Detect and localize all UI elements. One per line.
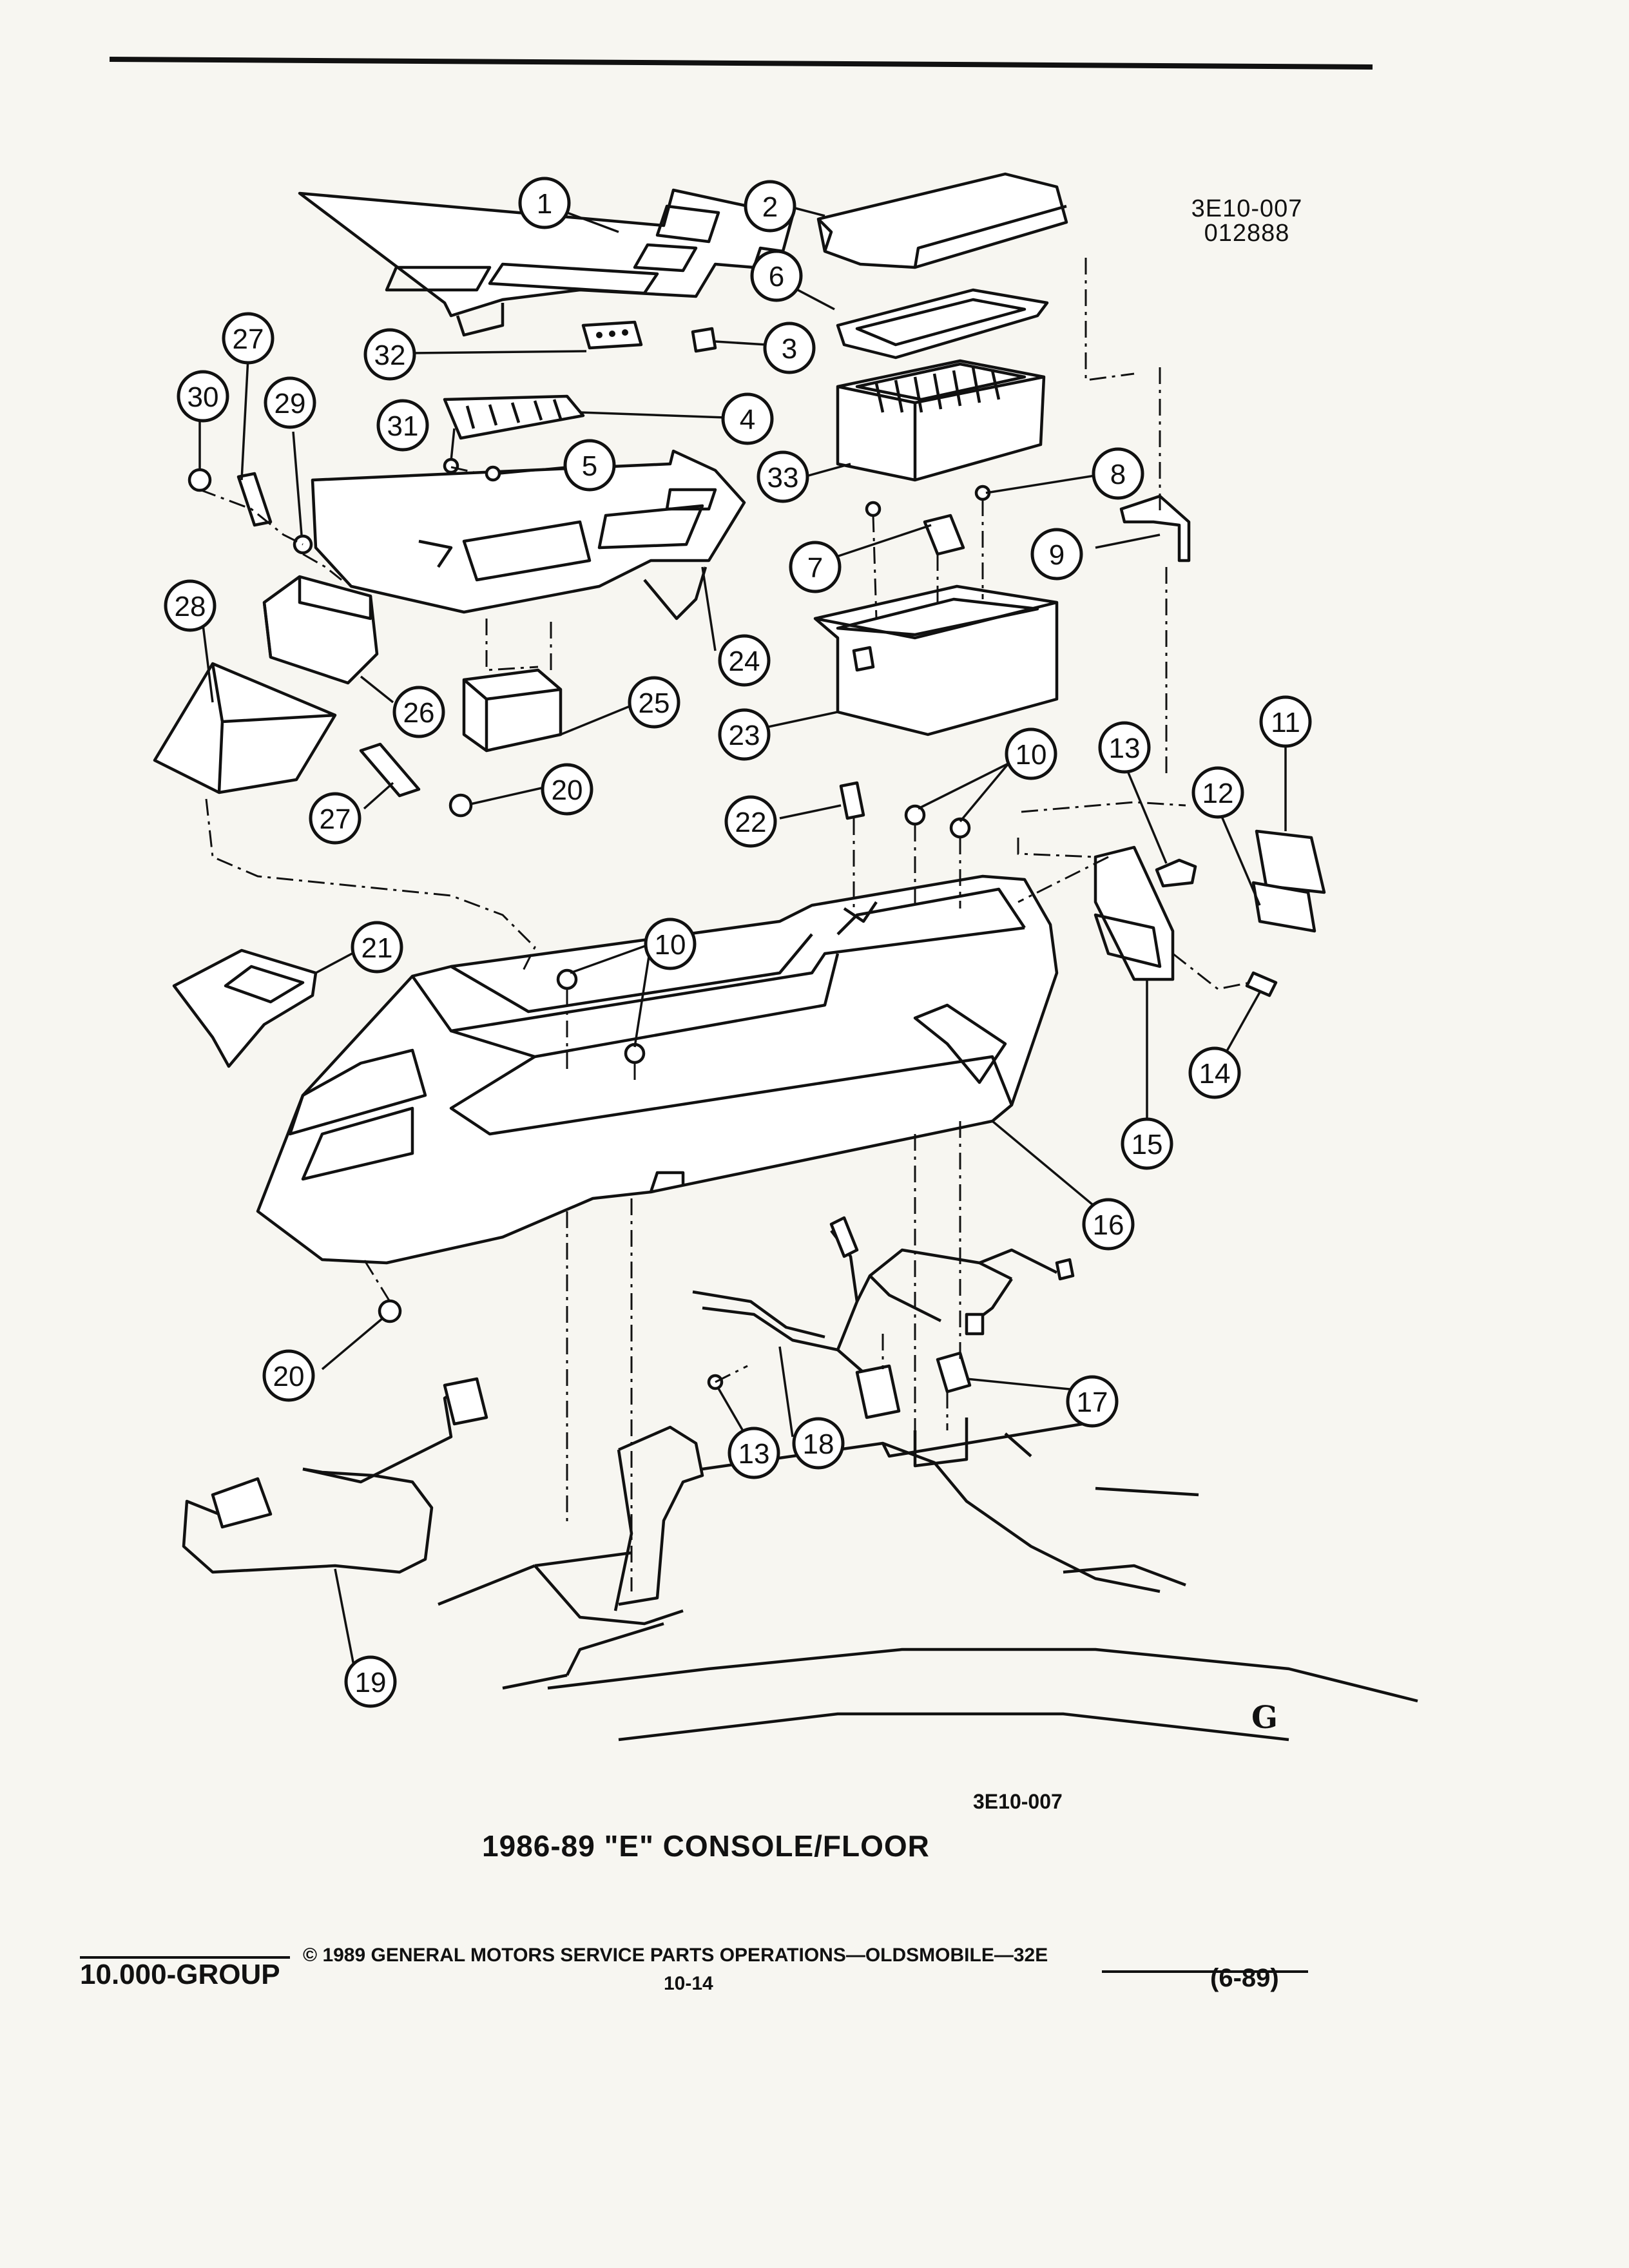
part-16-console-body: [256, 874, 1059, 1265]
part-10-nut-b: [949, 817, 971, 839]
part-25-module: [462, 668, 563, 753]
callout-30: 30: [188, 381, 219, 413]
part-7-bracket: [923, 514, 965, 556]
part-27-bracket-lower: [359, 742, 421, 798]
footer-date: (6-89): [1210, 1964, 1279, 1992]
callout-18: 18: [803, 1428, 834, 1460]
callout-3: 3: [782, 333, 797, 365]
drawing-code: 3E10-007 012888: [1176, 197, 1318, 245]
callout-27-upper: 27: [233, 323, 264, 355]
callout-21: 21: [361, 932, 393, 964]
part-10-nut-a: [904, 804, 926, 826]
part-21-cover: [172, 948, 318, 1068]
part-10-nut-d: [624, 1043, 646, 1064]
callout-9: 9: [1049, 539, 1065, 571]
part-5-screw: [485, 465, 501, 482]
part-17-clip: [936, 1351, 972, 1394]
callout-8: 8: [1110, 459, 1126, 490]
footer-page-number: 10-14: [664, 1973, 713, 1994]
callout-13-upper: 13: [1109, 733, 1141, 764]
part-30-nut: [188, 468, 212, 492]
part-31-screw: [443, 457, 459, 474]
assembly-lines: [199, 258, 1251, 1591]
part-23-storage-bin: [813, 584, 1059, 736]
callout-5: 5: [582, 450, 597, 482]
part-22-clip: [839, 781, 865, 820]
part-28-tray: [153, 662, 337, 794]
part-2-armrest-lid: [816, 172, 1068, 269]
callout-4: 4: [740, 404, 755, 436]
callout-23: 23: [729, 720, 760, 751]
callout-26: 26: [403, 697, 435, 729]
callout-balloons: 1 2 3 4 5 6 7 8 9 10 11 12 13 14 15 16 1…: [164, 177, 1312, 1708]
callout-28: 28: [175, 591, 206, 622]
callout-11: 11: [1271, 707, 1300, 738]
part-33-storage-tray: [836, 359, 1046, 482]
callout-20-upper: 20: [552, 774, 583, 806]
callout-27-lower: 27: [320, 803, 351, 835]
callout-14: 14: [1199, 1058, 1231, 1090]
part-6-lid-panel: [836, 288, 1049, 360]
part-3-clip: [691, 327, 717, 353]
figure-title: 1986-89 "E" CONSOLE/FLOOR: [482, 1829, 930, 1863]
callout-10-upper: 10: [1016, 739, 1047, 771]
part-18-harness: [692, 1216, 1075, 1419]
callout-31: 31: [387, 410, 419, 442]
callout-29: 29: [275, 388, 306, 419]
part-1-console-top-plate: [298, 188, 795, 337]
callout-22: 22: [735, 807, 767, 838]
callout-33: 33: [767, 462, 799, 494]
callout-19: 19: [355, 1667, 387, 1698]
callout-25: 25: [639, 687, 670, 719]
callout-2: 2: [762, 191, 778, 223]
callout-1: 1: [537, 188, 552, 220]
part-9-hinge: [1119, 494, 1191, 562]
callout-17: 17: [1077, 1387, 1108, 1418]
part-15-plate: [1094, 845, 1175, 981]
part-27-bracket-upper: [236, 472, 273, 527]
drawing-code-line-1: 3E10-007: [1191, 195, 1303, 222]
brand-mark: G: [1251, 1700, 1278, 1736]
top-rule: [109, 57, 1373, 70]
callout-20-lower: 20: [273, 1361, 305, 1392]
part-13-screw: [865, 501, 882, 517]
part-20-grommet-upper: [448, 793, 473, 818]
footer-copyright: © 1989 GENERAL MOTORS SERVICE PARTS OPER…: [303, 1945, 1048, 1966]
part-19-cable: [182, 1377, 488, 1574]
callout-6: 6: [769, 261, 784, 293]
part-24-bezel: [311, 449, 746, 620]
callout-16: 16: [1093, 1209, 1124, 1241]
footer-group: 10.000-GROUP: [80, 1959, 280, 1990]
part-26-housing: [262, 575, 379, 685]
callout-12: 12: [1202, 778, 1234, 809]
part-4-grille: [443, 394, 585, 440]
callout-15: 15: [1132, 1129, 1163, 1160]
callout-24: 24: [729, 646, 760, 677]
part-11-pad: [1255, 829, 1326, 894]
callout-13-lower: 13: [738, 1438, 770, 1470]
figure-code: 3E10-007: [973, 1790, 1063, 1813]
callout-32: 32: [374, 340, 406, 371]
callout-7: 7: [807, 552, 823, 584]
part-12-pad: [1251, 881, 1316, 933]
callout-10-lower: 10: [655, 929, 686, 961]
part-32-switch: [581, 320, 643, 350]
leader-lines: [198, 206, 1287, 1669]
floor-pan: [438, 1418, 1418, 1742]
part-14-pin: [1245, 971, 1278, 997]
part-13-bolt: [1155, 858, 1197, 888]
drawing-code-line-2: 012888: [1204, 220, 1290, 247]
part-10-nut-c: [556, 968, 578, 990]
